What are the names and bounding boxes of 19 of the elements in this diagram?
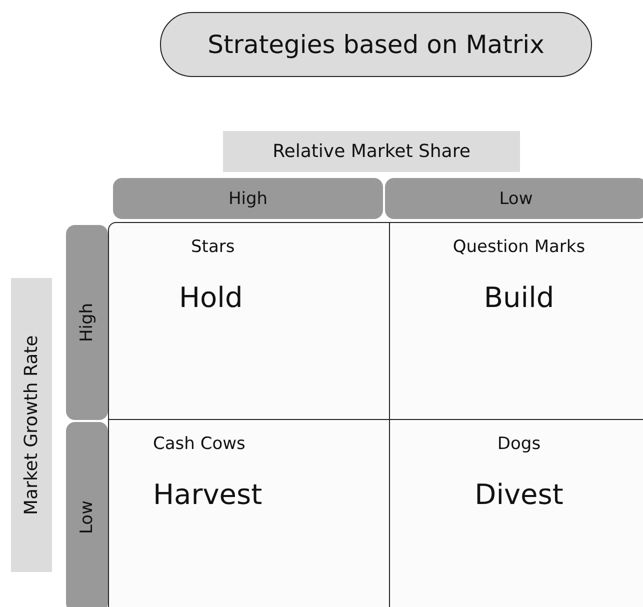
strategy-label: Divest [474, 478, 564, 511]
quadrant-label: Question Marks [452, 237, 586, 257]
matrix-quadrant [389, 419, 643, 607]
matrix-quadrant [389, 222, 643, 420]
quadrant-label: Dogs [497, 434, 541, 454]
quadrant-label: Cash Cows [153, 434, 246, 454]
matrix-quadrant [108, 222, 390, 420]
column-header: Low [385, 178, 643, 219]
row-header: High [66, 225, 108, 420]
row-header: Low [66, 422, 108, 607]
column-header: High [113, 178, 383, 219]
title-banner: Strategies based on Matrix [160, 12, 592, 77]
matrix-quadrant [108, 419, 390, 607]
strategy-label: Build [484, 281, 554, 314]
strategy-label: Harvest [153, 478, 262, 511]
quadrant-label: Stars [191, 237, 235, 257]
axis-label-band: Relative Market Share [223, 131, 520, 172]
axis-label-band: Market Growth Rate [11, 278, 52, 572]
strategy-label: Hold [179, 281, 243, 314]
